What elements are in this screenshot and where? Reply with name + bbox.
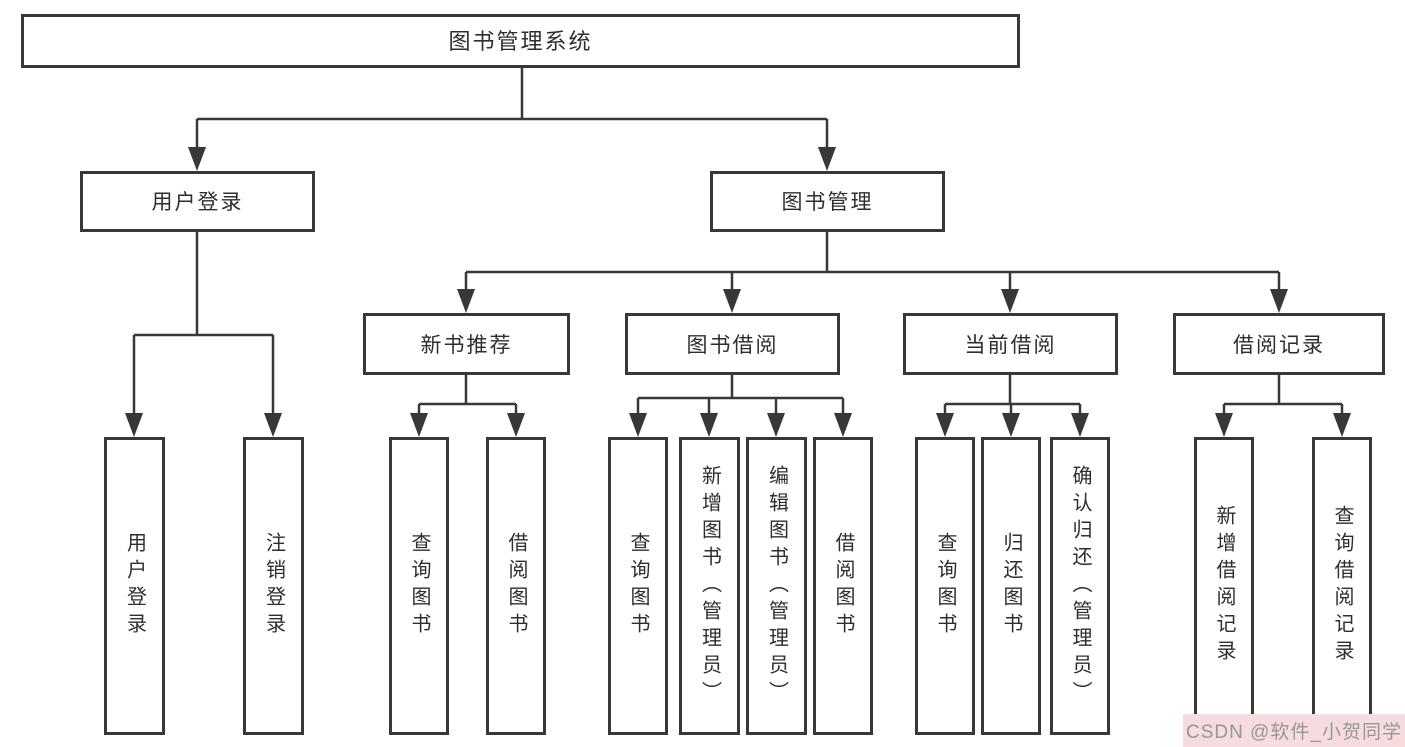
- leaf-confirm-return-admin: 确认归还（管理员）: [1050, 437, 1110, 735]
- node-borrowing-records: 借阅记录: [1173, 313, 1385, 375]
- leaf-query-books-current: 查询图书: [915, 437, 975, 735]
- leaf-query-books-recommend: 查询图书: [389, 437, 449, 735]
- leaf-borrow-books-borrowing: 借阅图书: [813, 437, 873, 735]
- leaf-logout: 注销登录: [243, 437, 304, 735]
- csdn-watermark: CSDN @软件_小贺同学: [1183, 714, 1405, 747]
- leaf-return-books: 归还图书: [981, 437, 1041, 735]
- leaf-add-books-admin: 新增图书（管理员）: [679, 437, 740, 735]
- node-user-login: 用户登录: [80, 171, 315, 232]
- leaf-borrow-books-recommend: 借阅图书: [486, 437, 546, 735]
- node-book-management: 图书管理: [710, 171, 945, 232]
- node-book-borrowing: 图书借阅: [625, 313, 840, 375]
- leaf-edit-books-admin: 编辑图书（管理员）: [746, 437, 807, 735]
- leaf-query-borrowing-record: 查询借阅记录: [1312, 437, 1372, 735]
- node-library-management-system: 图书管理系统: [21, 14, 1020, 68]
- arrowheads: [125, 147, 1351, 437]
- node-current-borrowing: 当前借阅: [903, 313, 1118, 375]
- leaf-user-login: 用户登录: [104, 437, 165, 735]
- node-new-book-recommendation: 新书推荐: [363, 313, 570, 375]
- leaf-add-borrowing-record: 新增借阅记录: [1194, 437, 1254, 735]
- leaf-query-books-borrowing: 查询图书: [608, 437, 668, 735]
